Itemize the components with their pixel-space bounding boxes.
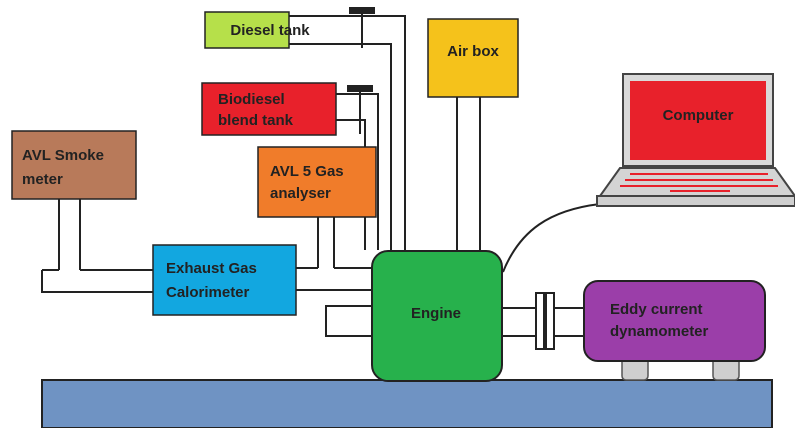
calorimeter-label-line2: Calorimeter: [166, 284, 250, 301]
coupling-icon: [535, 292, 555, 350]
biodiesel-blend-tank[interactable]: Biodiesel blend tank: [201, 82, 337, 136]
avl-gas-analyser[interactable]: AVL 5 Gas analyser: [257, 146, 377, 218]
smoke-pipe: [41, 198, 153, 293]
laptop-icon[interactable]: Computer: [596, 73, 795, 207]
exhaust-gas-calorimeter[interactable]: Exhaust Gas Calorimeter: [152, 244, 297, 316]
computer-screen: [630, 81, 766, 160]
air-box[interactable]: Air box: [427, 18, 519, 98]
air-box-label: Air box: [447, 43, 499, 60]
laptop-keys: [620, 173, 778, 192]
smoke-label-line2: meter: [22, 171, 63, 188]
exhaust-stub: [325, 305, 372, 337]
calorimeter-label-line1: Exhaust Gas: [166, 260, 257, 277]
diesel-tank[interactable]: Diesel tank: [204, 11, 310, 49]
dyno-label-line1: Eddy current: [610, 301, 703, 318]
base-platform: [41, 379, 773, 428]
computer-cable: [502, 203, 601, 273]
laptop-base: [596, 195, 795, 207]
valve-icon[interactable]: [349, 7, 375, 48]
valve-icon[interactable]: [347, 85, 373, 134]
biodiesel-label-line1: Biodiesel: [218, 91, 285, 108]
dyno-label-line2: dynamometer: [610, 323, 709, 340]
gas-label-line2: analyser: [270, 185, 331, 202]
air-pipe: [456, 96, 481, 252]
gas-pipe: [296, 217, 372, 291]
diesel-tank-label: Diesel tank: [230, 22, 310, 39]
engine[interactable]: Engine: [371, 250, 503, 382]
smoke-label-line1: AVL Smoke: [22, 147, 104, 164]
biodiesel-label-line2: blend tank: [218, 112, 294, 129]
eddy-current-dynamometer[interactable]: Eddy current dynamometer: [583, 280, 766, 362]
gas-label-line1: AVL 5 Gas: [270, 163, 344, 180]
computer-label: Computer: [663, 107, 734, 124]
avl-smoke-meter[interactable]: AVL Smoke meter: [11, 130, 137, 200]
engine-label: Engine: [411, 305, 461, 322]
